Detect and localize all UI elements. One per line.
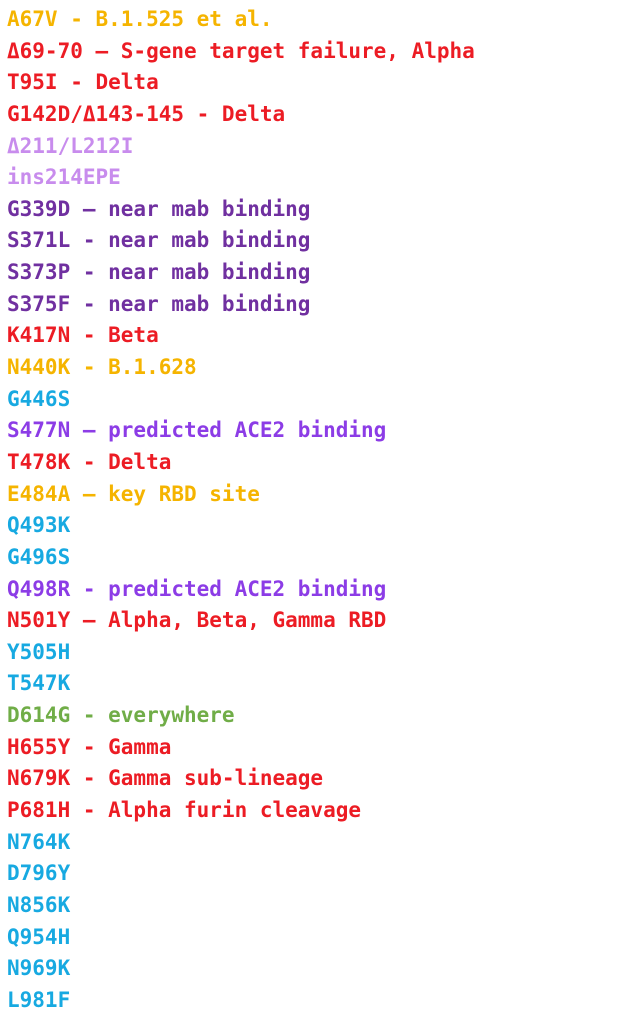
mutation-line: S371L - near mab binding bbox=[7, 228, 311, 253]
mutation-line: K417N - Beta bbox=[7, 323, 159, 348]
mutation-line: N440K - B.1.628 bbox=[7, 355, 197, 380]
mutation-line: G446S bbox=[7, 386, 71, 411]
mutation-line: Y505H bbox=[7, 639, 71, 664]
mutation-line: ins214EPE bbox=[7, 165, 121, 190]
mutation-line: S477N — predicted ACE2 binding bbox=[7, 418, 387, 443]
mutation-line: P681H - Alpha furin cleavage bbox=[7, 798, 362, 823]
mutation-line: T478K - Delta bbox=[7, 449, 172, 474]
mutation-line: Δ69-70 — S-gene target failure, Alpha bbox=[7, 38, 475, 63]
mutation-line: G339D — near mab binding bbox=[7, 196, 311, 221]
mutation-list: A67V - B.1.525 et al. Δ69-70 — S-gene tar… bbox=[7, 4, 475, 1017]
mutation-line: S375F - near mab binding bbox=[7, 291, 311, 316]
mutation-line: A67V - B.1.525 et al. bbox=[7, 7, 273, 31]
mutation-line: Q954H bbox=[7, 924, 71, 949]
mutation-line: N856K bbox=[7, 892, 71, 917]
mutation-line: G142D/Δ143-145 - Delta bbox=[7, 101, 286, 126]
mutation-line: G496S bbox=[7, 544, 71, 569]
mutation-line: N679K - Gamma sub-lineage bbox=[7, 766, 324, 791]
mutation-line: E484A — key RBD site bbox=[7, 481, 260, 506]
mutation-line: N764K bbox=[7, 829, 71, 854]
mutation-line: Q498R - predicted ACE2 binding bbox=[7, 576, 387, 601]
mutation-line: D796Y bbox=[7, 861, 71, 886]
mutation-line: N969K bbox=[7, 956, 71, 981]
mutation-line: S373P - near mab binding bbox=[7, 260, 311, 285]
mutation-line: T547K bbox=[7, 671, 71, 696]
mutation-line: H655Y - Gamma bbox=[7, 734, 172, 759]
mutation-line: N501Y — Alpha, Beta, Gamma RBD bbox=[7, 608, 387, 633]
mutation-line: Q493K bbox=[7, 513, 71, 538]
mutation-line: Δ211/L212I bbox=[7, 133, 134, 158]
mutation-line: D614G - everywhere bbox=[7, 703, 235, 728]
mutation-line: T95I - Delta bbox=[7, 70, 159, 95]
mutation-line: L981F bbox=[7, 987, 71, 1012]
